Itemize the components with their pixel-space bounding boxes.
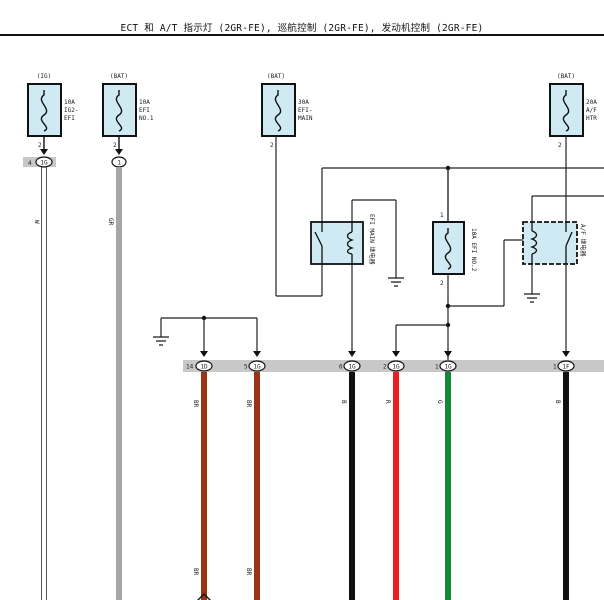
title-rule — [0, 34, 604, 36]
page-title: ECT 和 A/T 指示灯 (2GR-FE), 巡航控制 (2GR-FE), 发… — [120, 23, 484, 34]
fuse-label: 10A EFI NO.2 — [470, 228, 477, 272]
wire-label: R — [384, 400, 391, 404]
fuse-source-label: (BAT) — [267, 73, 285, 80]
connector-oval — [387, 360, 405, 372]
arrow-down-icon — [562, 351, 570, 357]
wire-label: B — [340, 400, 347, 404]
connector-id: 1G — [40, 160, 48, 167]
fuse-element-icon — [444, 228, 452, 270]
connector-pin: 6 — [339, 364, 343, 371]
connector-1f-1[interactable]: 1 1F — [553, 360, 575, 372]
fuse-name-2: NO.1 — [139, 115, 154, 122]
fuse-ig2-efi[interactable]: (IG) 10A IG2- EFI 2 — [27, 73, 78, 149]
connector-id: 1 — [117, 160, 121, 167]
wire-label: G — [436, 400, 443, 404]
connector-id: 1G — [444, 364, 452, 371]
connector-id: 1G — [253, 364, 261, 371]
connector-oval — [195, 360, 213, 372]
wire-label-lower: BR — [245, 568, 252, 576]
connector-pin: 4 — [28, 160, 32, 167]
relay-box — [310, 221, 364, 265]
connector-ig-1g[interactable]: 4 1G — [28, 156, 53, 168]
fuse-element-icon — [562, 90, 570, 132]
fuse-pin: 2 — [38, 142, 42, 149]
arrow-down-icon — [348, 351, 356, 357]
fuse-efi-main[interactable]: (BAT) 30A EFI- MAIN 2 — [261, 73, 313, 149]
wire-label-lower: BR — [192, 568, 199, 576]
connector-pin: 14 — [186, 364, 194, 371]
connector-pin: 1 — [553, 364, 557, 371]
fuse-pin: 2 — [558, 142, 562, 149]
fuse-name-1: EFI — [139, 107, 150, 114]
splice-icon — [197, 593, 211, 600]
wire-label: BR — [192, 400, 199, 408]
relay-af[interactable]: A/F 继电器 — [522, 221, 587, 265]
relay-efi-main[interactable]: EFI MAIN 继电器 — [310, 214, 376, 265]
fuse-pin-top: 1 — [440, 212, 444, 219]
relay-label: A/F 继电器 — [579, 224, 587, 256]
connector-id: 1D — [200, 364, 208, 371]
fuse-pin: 2 — [270, 142, 274, 149]
fuse-efi-no1[interactable]: (BAT) 10A EFI NO.1 2 — [102, 73, 154, 149]
relay-coil-icon — [346, 231, 355, 255]
fuse-name-1: IG2- — [64, 107, 78, 114]
arrow-down-icon — [253, 351, 261, 357]
relay-switch-icon — [565, 231, 573, 247]
connector-id: 1G — [392, 364, 400, 371]
fuse-element-icon — [274, 90, 282, 132]
fuse-name-1: A/F — [586, 107, 597, 114]
fuse-name-1: EFI- — [298, 107, 312, 114]
relay-box — [522, 221, 578, 265]
relay-coil-icon — [529, 230, 538, 255]
ground-icon — [524, 293, 540, 303]
fuse-pin: 2 — [113, 142, 117, 149]
fuse-element-icon — [115, 90, 123, 132]
wire-label: BR — [245, 400, 252, 408]
fuse-element-icon — [40, 90, 48, 132]
connector-pin: 5 — [244, 364, 248, 371]
connector-oval — [35, 156, 53, 168]
connector-oval — [557, 360, 575, 372]
fuse-name-2: HTR — [586, 115, 597, 122]
arrow-down-icon — [444, 351, 452, 357]
connector-oval — [439, 360, 457, 372]
wire-label: GR — [107, 218, 114, 226]
fuse-source-label: (BAT) — [557, 73, 575, 80]
fuse-source-label: (BAT) — [110, 73, 128, 80]
connector-id: 1G — [348, 364, 356, 371]
connector-oval — [248, 360, 266, 372]
arrow-down-icon — [115, 149, 123, 155]
fuse-name-2: EFI — [64, 115, 75, 122]
connector-1d-14[interactable]: 14 1D — [186, 360, 213, 372]
fuse-pin-bottom: 2 — [440, 280, 444, 287]
ground-icon — [388, 277, 404, 287]
connector-oval — [343, 360, 361, 372]
arrow-down-icon — [40, 149, 48, 155]
fuse-rating: 10A — [139, 99, 150, 106]
connector-1g-2[interactable]: 2 1G — [383, 360, 405, 372]
ground-icon — [153, 336, 169, 346]
fuse-rating: 10A — [64, 99, 75, 106]
fuse-efi-no2[interactable]: 1 10A EFI NO.2 2 — [432, 212, 477, 287]
connector-1g-6[interactable]: 6 1G — [339, 360, 361, 372]
wire-label: W — [33, 220, 40, 224]
connector-1g-1[interactable]: 1 1G — [435, 360, 457, 372]
arrow-down-icon — [200, 351, 208, 357]
wire-label: B — [554, 400, 561, 404]
fuse-af-htr[interactable]: (BAT) 20A A/F HTR 2 — [549, 73, 597, 149]
connector-1g-5[interactable]: 5 1G — [244, 360, 266, 372]
connector-bat-1[interactable]: 1 — [111, 156, 127, 168]
fuse-rating: 20A — [586, 99, 597, 106]
relay-switch-icon — [314, 231, 323, 247]
fuse-source-label: (IG) — [37, 73, 51, 80]
connector-pin: 2 — [383, 364, 387, 371]
arrow-down-icon — [392, 351, 400, 357]
connector-pin: 1 — [435, 364, 439, 371]
connector-id: 1F — [562, 364, 570, 371]
fuse-rating: 30A — [298, 99, 309, 106]
fuse-name-2: MAIN — [298, 115, 313, 122]
relay-label: EFI MAIN 继电器 — [368, 214, 376, 265]
